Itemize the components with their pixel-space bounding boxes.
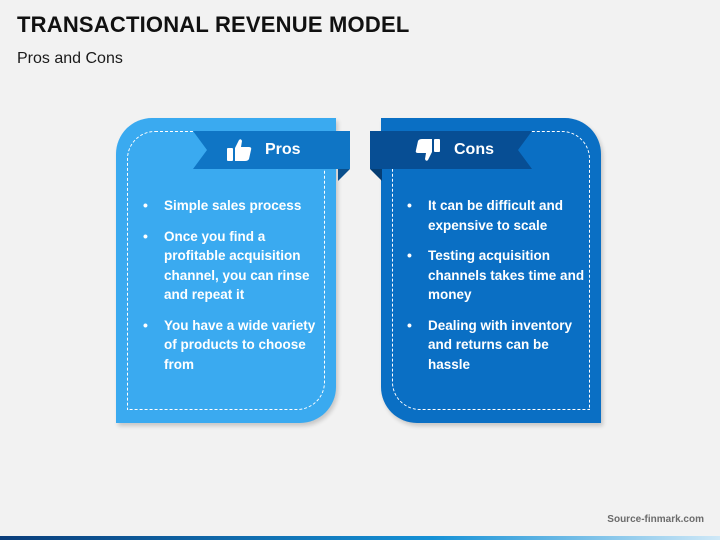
- pros-list: Simple sales process Once you find a pro…: [143, 196, 323, 385]
- cons-ribbon-fold: [370, 169, 382, 181]
- pros-ribbon-fold: [338, 169, 350, 181]
- thumbs-up-icon: [227, 139, 252, 161]
- list-item: Testing acquisition channels takes time …: [407, 246, 587, 305]
- list-item: You have a wide variety of products to c…: [143, 316, 323, 375]
- list-item: It can be difficult and expensive to sca…: [407, 196, 587, 235]
- list-item: Dealing with inventory and returns can b…: [407, 316, 587, 375]
- bottom-accent-bar: [0, 536, 720, 540]
- slide-subtitle: Pros and Cons: [17, 50, 123, 67]
- pros-label: Pros: [265, 141, 301, 158]
- cons-list: It can be difficult and expensive to sca…: [407, 196, 587, 385]
- slide-title: TRANSACTIONAL REVENUE MODEL: [17, 12, 410, 37]
- thumbs-down-icon: [415, 139, 440, 161]
- cons-label: Cons: [454, 141, 494, 158]
- source-credit: Source-finmark.com: [607, 514, 704, 525]
- cons-ribbon: Cons: [370, 131, 532, 169]
- list-item: Simple sales process: [143, 196, 323, 216]
- pros-ribbon: Pros: [193, 131, 350, 169]
- list-item: Once you find a profitable acquisition c…: [143, 227, 323, 305]
